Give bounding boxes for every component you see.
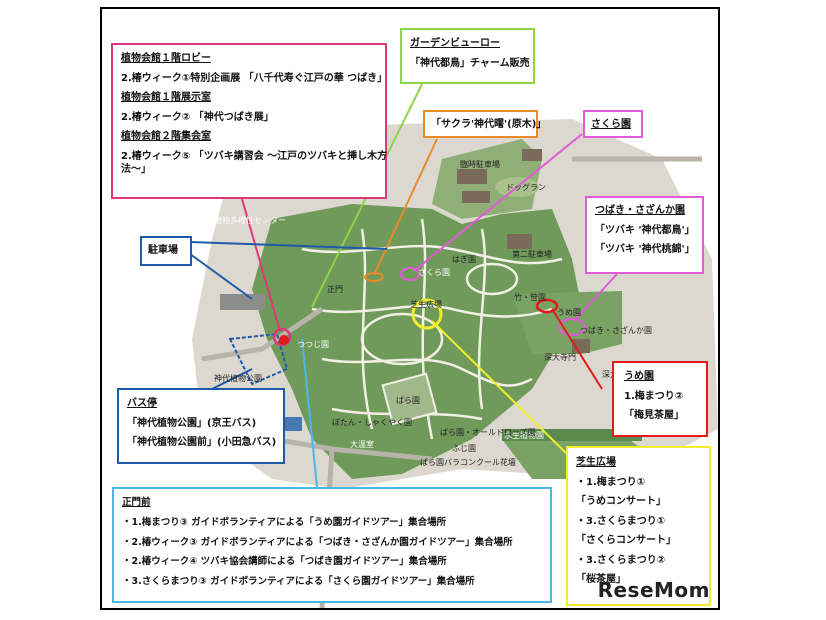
callout-parking: 駐車場 [140,236,192,266]
label-hagien: はぎ園 [452,255,476,264]
buildings [457,149,590,353]
line-parking-2 [189,253,253,300]
label-rose-contest: ばら園バラコンクール花壇 [420,458,516,467]
callout-umeen: うめ園 1.梅まつり② 「梅見茶屋」 [612,361,708,437]
rose-garden-plot [381,372,438,426]
callout-main-gate-title: 正門前 [122,497,151,508]
callout-main-gate-item-1: ・1.梅まつり③ ガイドボランティアによる「うめ園ガイドツアー」集合場所 [122,516,447,528]
label-plant-center: 植物多様性センター [214,216,286,225]
marker-sakuraen [400,267,420,281]
label-dogrun: ドッグラン [506,183,546,192]
label-botan: ぼたん・しゃくやく園 [332,418,412,427]
callout-main-gate-item-2: ・2.椿ウィーク③ ガイドボランティアによる「つばき・さざんか園ガイドツアー」集… [122,536,513,548]
callout-shiba-item-2: 「うめコンサート」 [576,496,666,507]
line-parking-1 [189,241,388,250]
callout-tsubaki-variety-2: 「ツバキ '神代桃錦'」 [595,244,695,255]
callout-umeen-title: うめ園 [624,371,654,382]
label-fujien: ふじ園 [452,444,476,453]
line-shiba [431,320,568,455]
label-baraen: ばら園 [396,396,420,405]
label-bamboo: 竹・笹園 [514,293,546,302]
callout-tsubaki-sazanka: つばき・さざんか園 「ツバキ '神代都鳥'」 「ツバキ '神代桃錦'」 [585,196,704,274]
marker-shiba [411,298,443,330]
parking-lot [220,294,265,310]
callout-shiba-item-4: 「さくらコンサート」 [576,535,676,546]
callout-shiba-title: 芝生広場 [576,457,616,468]
callout-shiba: 芝生広場 ・1.梅まつり① 「うめコンサート」 ・3.さくらまつり① 「さくらコ… [566,446,711,606]
callout-plant-hall: 植物会館１階ロビー 2.椿ウィーク①特別企画展 「八千代寿ぐ江戸の華 つばき」 … [111,43,387,199]
callout-shiba-item-6: 「桜茶屋」 [576,574,626,585]
line-lobby [241,198,281,332]
callout-main-gate: 正門前 ・1.梅まつり③ ガイドボランティアによる「うめ園ガイドツアー」集合場所… [112,487,552,603]
marker-umeen [535,298,559,314]
callout-tsubaki-title: つばき・さざんか園 [595,205,685,216]
label-tsubakien: つばき・さざんか園 [580,326,652,335]
ume-area [512,291,622,354]
label-suisei: 水生植物園 [504,431,544,440]
callout-bus-stop-2: 「神代植物公園前」(小田急バス) [127,437,277,448]
callout-shiba-item-5: ・3.さくらまつり② [576,554,666,566]
callout-plant-hall-event-3: 2.椿ウィーク⑤ 「ツバキ講習会 ～江戸のツバキと挿し木方 [121,150,388,162]
label-sakuraen: さくら園 [418,268,450,277]
callout-sakuraen-title: さくら園 [591,119,631,130]
callout-plant-hall-title-2: 植物会館１階展示室 [121,92,211,103]
callout-garden-bureau-text: 「神代都鳥」チャーム販売 [410,57,530,69]
label-umeen: うめ園 [557,308,581,317]
label-park-name: 神代植物公園 [214,374,262,383]
label-greenhouse: 大温室 [350,440,374,449]
suisei-strip [502,429,642,441]
line-sakura-tree [373,138,438,276]
callout-garden-bureau: ガーデンビューロー 「神代都鳥」チャーム販売 [400,28,535,84]
marker-tsubaki [558,318,586,336]
line-tsubaki [573,273,618,322]
callout-umeen-place: 「梅見茶屋」 [624,410,684,421]
label-shibafu: 芝生広場 [410,300,442,309]
label-tsutsuji: つつじ園 [297,340,329,349]
callout-shiba-item-3: ・3.さくらまつり① [576,515,666,527]
resemom-watermark: ReseMom [597,578,710,602]
label-seimon: 正門 [327,285,343,294]
callout-main-gate-item-4: ・3.さくらまつり③ ガイドボランティアによる「さくら園ガイドツアー」集合場所 [122,576,475,588]
bus-stop-area [228,332,289,386]
callout-plant-hall-title-1: 植物会館１階ロビー [121,53,211,64]
park-paths [301,218,563,440]
map-frame: 植物多様性センター 正門 つつじ園 芝生広場 ばら園 さくら園 うめ園 深大寺門… [100,7,720,610]
line-ume [551,308,603,390]
marker-lobby-dot [279,335,289,345]
label-oldroses: ばら園・オールドローズ園 [440,428,536,437]
marker-lobby [272,327,292,347]
label-jindaiji-gate: 深大寺門 [544,353,576,362]
leader-lines [189,83,618,488]
callout-parking-text: 駐車場 [148,245,178,256]
callout-bus-title: バス停 [127,398,157,409]
callout-plant-hall-event-2: 2.椿ウィーク② 「神代つばき展」 [121,111,274,123]
callout-sakuraen: さくら園 [583,110,643,138]
callout-tsubaki-variety-1: 「ツバキ '神代都鳥'」 [595,224,695,236]
label-rinji: 臨時駐車場 [460,160,500,169]
callout-plant-hall-event-1: 2.椿ウィーク①特別企画展 「八千代寿ぐ江戸の華 つばき」 [121,72,388,84]
callout-plant-hall-title-3: 植物会館２階集会室 [121,131,211,142]
callout-shiba-item-1: ・1.梅まつり① [576,476,646,488]
label-daini: 第二駐車場 [512,250,552,259]
callout-sakura-tree: 「サクラ'神代曙'(原木)」 [423,110,547,138]
callout-garden-bureau-title: ガーデンビューロー [410,38,500,49]
callout-plant-hall-event-3-cont: 法～」 [121,164,151,175]
callout-main-gate-item-3: ・2.椿ウィーク④ ツバキ協会講師による「つばき園ガイドツアー」集合場所 [122,556,447,568]
line-sakuraen [413,133,583,272]
callout-bus-stop: バス停 「神代植物公園」(京王バス) 「神代植物公園前」(小田急バス) [117,388,285,464]
callout-bus-stop-1: 「神代植物公園」(京王バス) [127,417,257,429]
callout-umeen-event: 1.梅まつり② [624,390,684,402]
line-main-gate [301,338,318,488]
callout-sakura-tree-text: 「サクラ'神代曙'(原木)」 [431,119,547,130]
